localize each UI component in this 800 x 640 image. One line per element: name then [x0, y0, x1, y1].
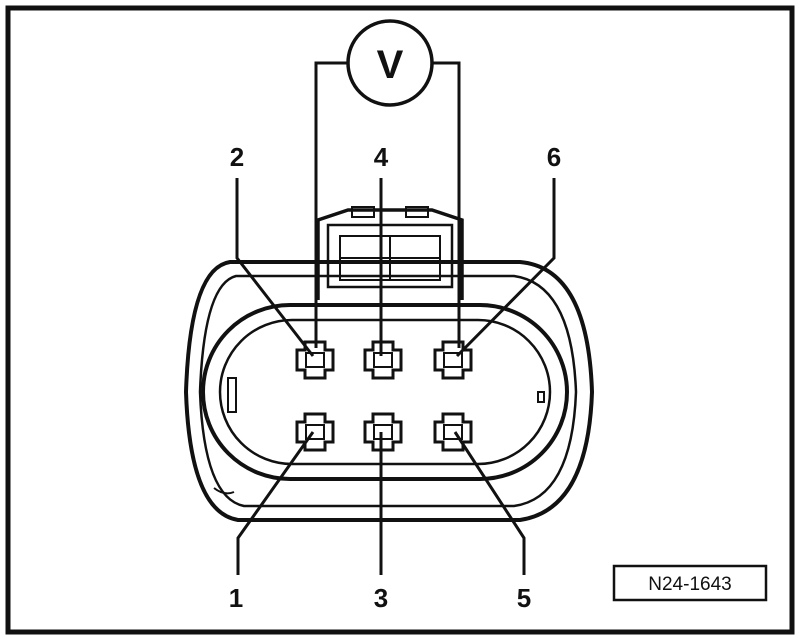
pin-label-1: 1 [229, 583, 243, 613]
connector-housing [183, 206, 595, 522]
voltmeter-symbol: V [377, 43, 404, 87]
voltmeter-probes [314, 61, 461, 348]
pin-label-3: 3 [374, 583, 388, 613]
pin-label-5: 5 [517, 583, 531, 613]
voltmeter-icon [346, 19, 434, 107]
pin-label-2: 2 [230, 142, 244, 172]
terminal-pin-4 [363, 340, 403, 380]
reference-box [612, 564, 768, 602]
pin-label-4: 4 [374, 142, 389, 172]
terminal-pin-2 [295, 340, 335, 380]
reference-code: N24-1643 [648, 574, 731, 595]
leader-lines [235, 178, 556, 575]
terminal-pin-3 [363, 412, 403, 452]
pin-label-6: 6 [547, 142, 561, 172]
